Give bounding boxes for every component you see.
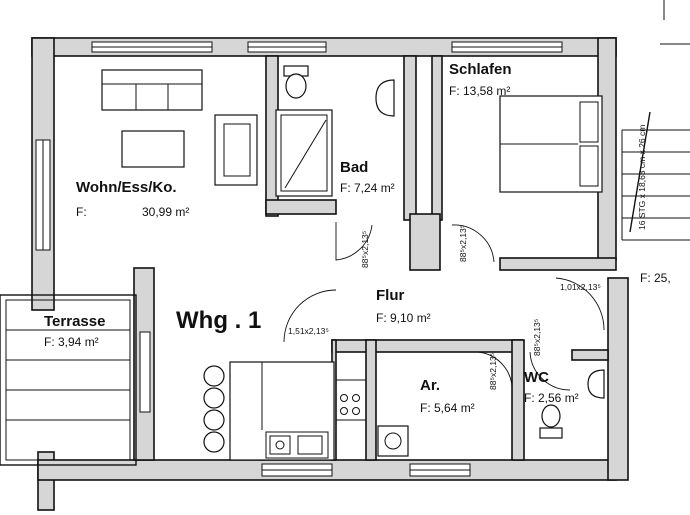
room-name-flur: Flur: [376, 287, 404, 304]
staircase: [621, 0, 690, 241]
window-terrace-door: [139, 331, 151, 413]
room-name-wc: WC: [524, 369, 549, 386]
room-area-schlafen: F: 13,58 m²: [449, 84, 510, 98]
toilet-wc: [539, 404, 563, 439]
door-dim-bad: 88⁵x2,13⁵: [360, 231, 370, 268]
room-name-bad: Bad: [340, 159, 368, 176]
room-area-value-wohn: 30,99 m²: [142, 205, 189, 219]
room-area-bad: F: 7,24 m²: [340, 181, 395, 195]
terrace-outline: [0, 294, 137, 466]
doors: [283, 222, 605, 391]
door-dim-entrance: 1,51x2,13⁵: [288, 326, 329, 336]
room-area-adjacent: F: 25,: [640, 271, 671, 285]
dining-stools: [203, 365, 225, 453]
door-dim-schlafen: 88⁵x2,13⁵: [458, 225, 468, 262]
room-area-terrasse: F: 3,94 m²: [44, 335, 99, 349]
room-area-wc: F: 2,56 m²: [524, 391, 579, 405]
wall-schlafen-left: [431, 55, 443, 221]
stair-label: 16 STG x 18,63 cm x 26 cm: [637, 125, 647, 230]
washbasin-bad: [375, 79, 395, 117]
armchair: [214, 114, 258, 186]
room-area-ar: F: 5,64 m²: [420, 401, 475, 415]
wall-flur-bottom: [331, 339, 523, 353]
wall-shaft: [409, 213, 441, 271]
room-name-ar: Ar.: [420, 377, 440, 394]
wall-right-lower: [607, 277, 629, 481]
furniture: [101, 65, 605, 461]
toilet-bad: [283, 65, 309, 99]
room-name-wohn: Wohn/Ess/Ko.: [76, 179, 177, 196]
door-entrance-swing: [283, 289, 337, 343]
room-name-terrasse: Terrasse: [44, 313, 105, 330]
bed: [499, 95, 603, 193]
wall-wc-top: [571, 349, 609, 361]
washing-machine: [377, 425, 409, 457]
door-dim-wc: 88⁵x2,13⁵: [532, 319, 542, 356]
door-ar-swing: [477, 351, 513, 387]
wall-schlafen-bottom: [499, 257, 617, 271]
wall-bad-bottom: [265, 199, 337, 215]
door-dim-stair: 1,01x2,13⁵: [560, 282, 601, 292]
room-name-schlafen: Schlafen: [449, 61, 512, 78]
washbasin-wc: [587, 369, 605, 399]
unit-title: Whg . 1: [176, 307, 261, 334]
room-area-flur: F: 9,10 m²: [376, 311, 431, 325]
labels: Whg . 1 Wohn/Ess/Ko. F: 30,99 m² Bad F: …: [44, 61, 671, 415]
shower: [275, 109, 333, 197]
door-bad-swing: [335, 222, 373, 261]
kitchen: [229, 361, 367, 461]
door-wc-swing: [529, 351, 571, 391]
room-area-prefix-wohn: F:: [76, 205, 87, 219]
terrace: [0, 294, 137, 466]
door-schlafen-swing: [451, 224, 495, 263]
sofa: [101, 69, 203, 111]
coffee-table: [121, 130, 185, 168]
windows: [35, 41, 563, 477]
wall-ar-left: [365, 339, 377, 461]
door-stair-swing: [555, 277, 605, 331]
wall-ar-right: [511, 339, 525, 461]
door-dim-ar: 88⁵x2,13⁵: [488, 353, 498, 390]
wall-bad-right: [403, 55, 417, 221]
